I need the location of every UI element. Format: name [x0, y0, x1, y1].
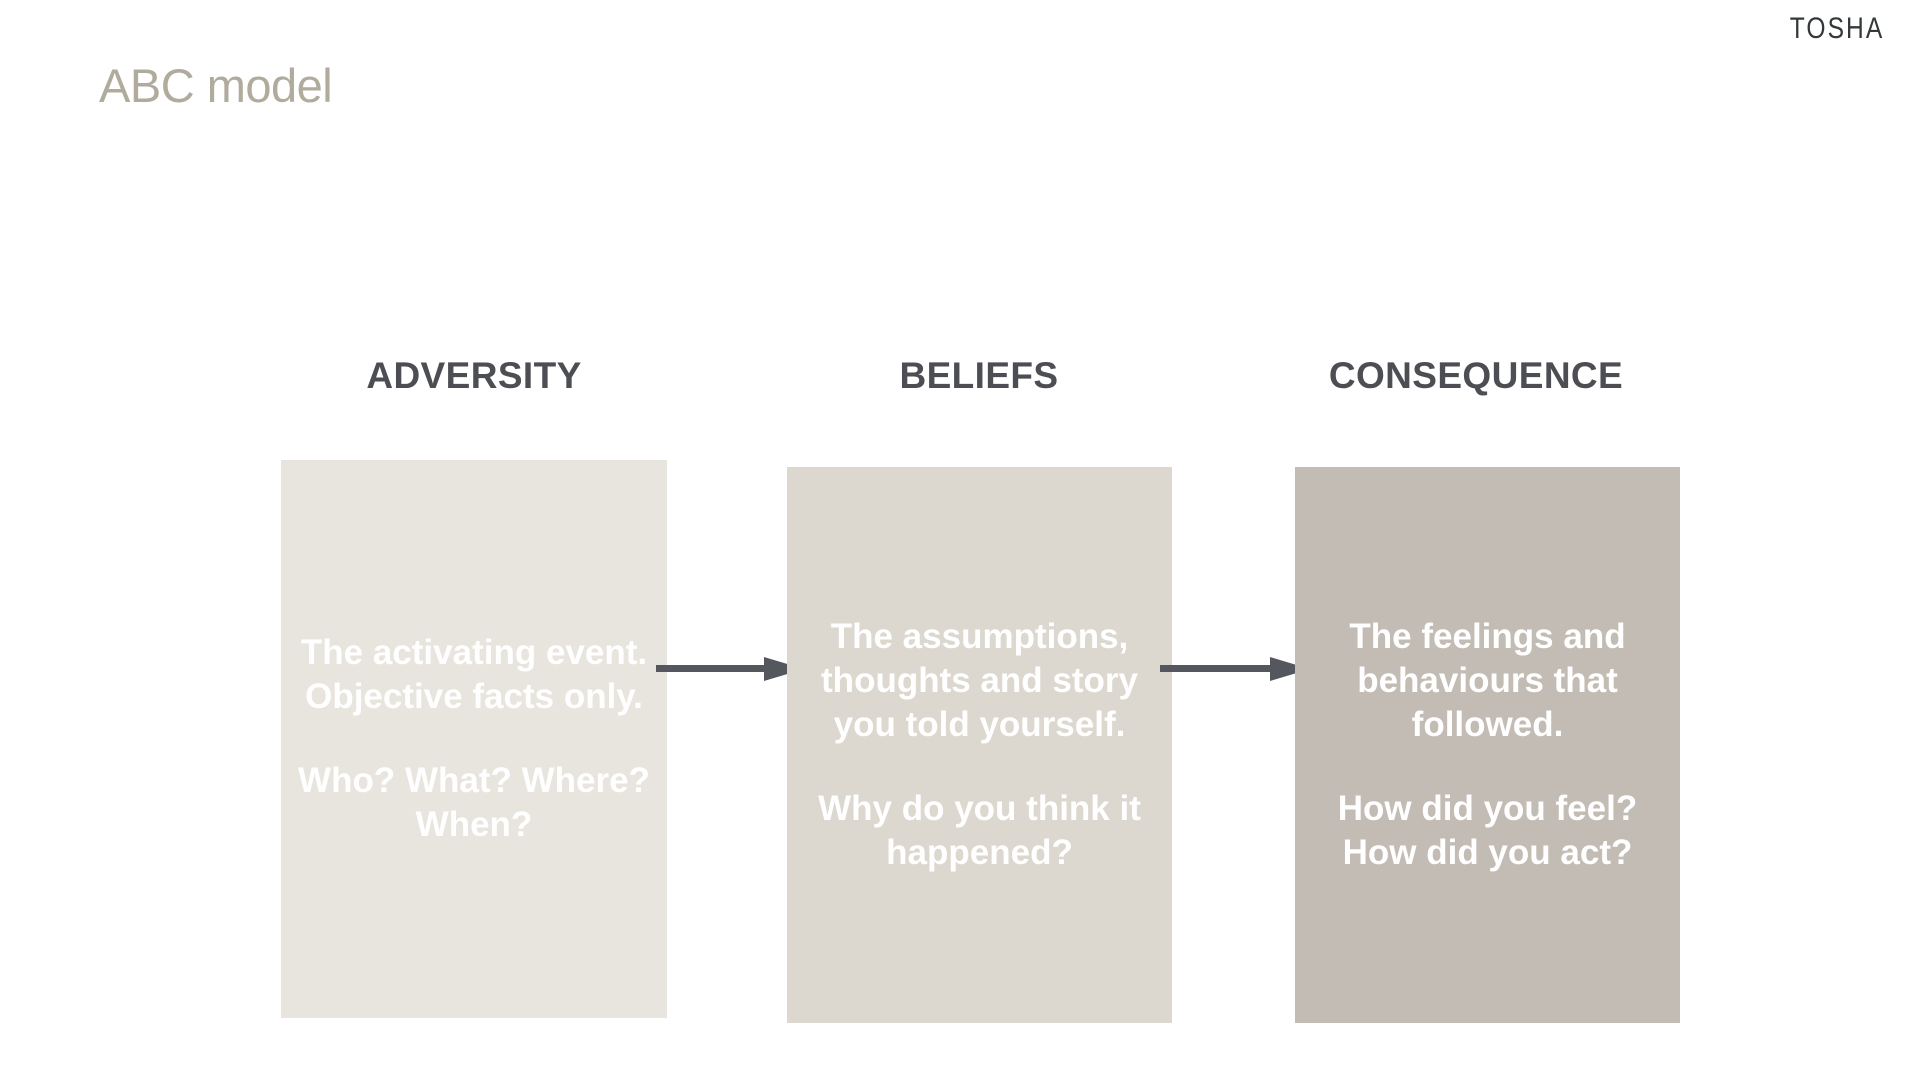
tosha-logo: TOSHA	[1789, 12, 1884, 45]
card-consequence-paragraph-2: How did you feel? How did you act?	[1337, 788, 1638, 872]
arrow-right-icon-beliefs-to-consequence	[1160, 653, 1310, 685]
column-header-consequence: CONSEQUENCE	[1328, 355, 1624, 396]
card-beliefs-paragraph-2: Why do you think it happened?	[818, 788, 1141, 872]
page-title: ABC model	[99, 59, 333, 112]
column-header-adversity: ADVERSITY	[366, 355, 582, 396]
card-adversity-paragraph-1: The activating event. Objective facts on…	[300, 633, 648, 717]
card-beliefs-paragraph-1: The assumptions, thoughts and story you …	[821, 617, 1138, 745]
arrow-right-icon-adversity-to-beliefs	[656, 653, 804, 685]
column-header-beliefs: BELIEFS	[899, 355, 1059, 396]
card-adversity-paragraph-2: Who? What? Where? When?	[298, 760, 650, 844]
card-beliefs: The assumptions, thoughts and story you …	[787, 467, 1172, 1023]
card-adversity: The activating event. Objective facts on…	[281, 460, 667, 1018]
card-consequence: The feelings and behaviours that followe…	[1295, 467, 1680, 1023]
card-consequence-paragraph-1: The feelings and behaviours that followe…	[1349, 617, 1626, 745]
